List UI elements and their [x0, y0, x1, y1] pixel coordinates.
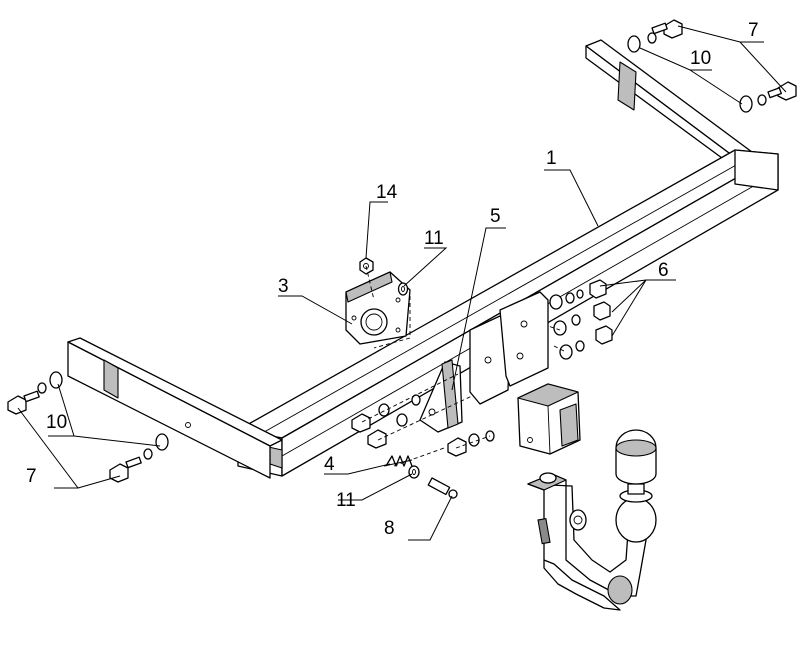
leader-lines: [17, 25, 787, 541]
callout-11-bottom: 11: [336, 490, 356, 511]
callout-7-left: 7: [26, 466, 37, 487]
washer-11-top: [397, 282, 409, 296]
callout-3: 3: [278, 276, 289, 297]
callout-6: 6: [658, 260, 669, 281]
callout-10-top: 10: [690, 48, 711, 69]
callout-4: 4: [324, 454, 335, 475]
towball: [615, 429, 657, 543]
receiver-block: [517, 383, 581, 455]
assembly-lines: [361, 265, 567, 467]
center-mounting-brackets: [419, 291, 549, 433]
callout-10-left: 10: [46, 412, 67, 433]
washer-11-bottom: [408, 465, 420, 479]
bolt-set-6: [549, 279, 613, 360]
washer-set-10-left: [37, 371, 169, 460]
center-bolts-set: [351, 394, 495, 457]
washer-set-10-top: [627, 32, 767, 113]
nut-14: [359, 257, 374, 275]
locking-pin-8: [427, 477, 458, 499]
callout-11-top: 11: [424, 228, 444, 249]
callout-7-top: 7: [748, 20, 759, 41]
callout-5: 5: [490, 206, 501, 227]
callout-14: 14: [376, 182, 398, 203]
socket-plate: [345, 271, 411, 345]
bolt-set-7-top: [651, 19, 797, 101]
towball-neck: [527, 472, 649, 611]
callout-8: 8: [384, 518, 395, 539]
callout-1: 1: [546, 148, 557, 169]
callout-labels: 1 3 4 5 6 7 7 8 10 10 11 11 14: [26, 20, 759, 539]
